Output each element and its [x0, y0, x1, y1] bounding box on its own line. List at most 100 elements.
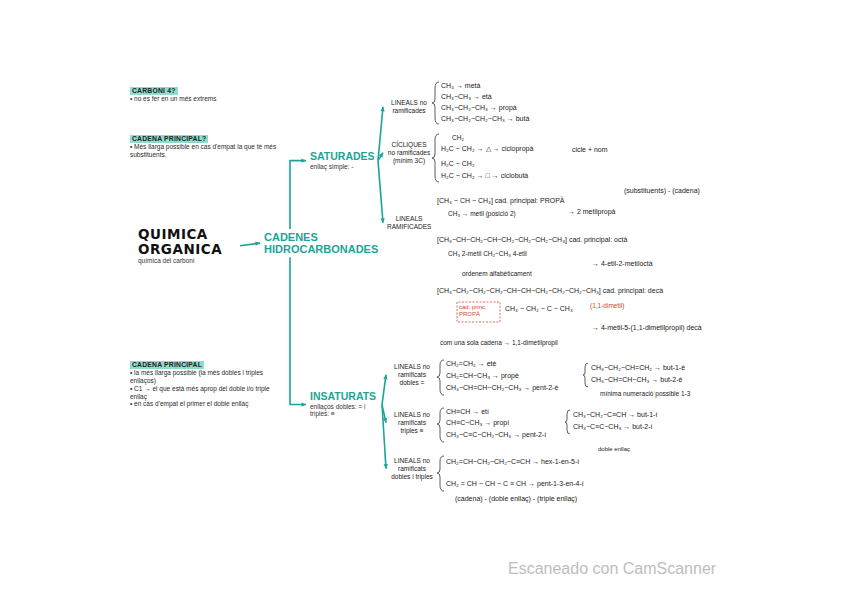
connector — [382, 375, 388, 405]
connector — [378, 107, 385, 161]
arrowhead — [383, 375, 387, 380]
node-text: LINEALS no ramificades — [387, 99, 431, 115]
node-text: INSATURATS — [310, 391, 378, 403]
category-node: LINEALS no ramificats dobles = — [388, 362, 436, 387]
connector-line — [378, 161, 383, 223]
formula-label: (1,1-dimetil) — [590, 302, 624, 309]
connector — [378, 153, 383, 161]
node-text: • Més llarga possible en cas d'empat la … — [130, 143, 281, 159]
formula-label: ordenem alfabèticament — [462, 270, 532, 277]
node-text: LINEALS no ramificats dobles = — [390, 363, 434, 386]
node-text: • la més llarga possible (la més dobles … — [130, 369, 281, 385]
topic-node: CADENES HIDROCARBONADES — [262, 230, 376, 256]
note-box: CARBONI 4?• no es fer en un més extrems — [128, 86, 283, 104]
formula-label: CH₃−CH₃ → età — [441, 93, 492, 101]
formula-label: → 4-metil-5-(1,1-dimetilpropil) decà — [592, 324, 702, 332]
formula-label: CH₃−CH₂−CH₃ → propà — [441, 104, 517, 112]
node-text: • en cas d'empat el primer el doble enll… — [130, 400, 281, 408]
arrowhead — [301, 402, 306, 406]
category-node: LINEALS no ramificats triples ≡ — [388, 410, 436, 435]
node-text: • no es fer en un més extrems — [130, 95, 281, 103]
brace — [432, 134, 439, 182]
category-node: CÍCLIQUES no ramificades (mínim 3C) — [385, 140, 433, 165]
formula-label: (cadena) - (doble enllaç) - (triple enll… — [455, 495, 577, 503]
formula-label: → 4-etil-2-metiloctà — [592, 260, 653, 268]
node-text: CADENA PRINCIPAL — [130, 361, 204, 369]
formula-label: CH₂=CH−CH₃ → propè — [446, 372, 519, 380]
arrowhead — [384, 464, 388, 469]
node-text: enllaços dobles: = i triples: ≡ — [310, 403, 378, 419]
brace — [583, 363, 588, 387]
note-box: CADENA PRINCIPAL• la més llarga possible… — [128, 360, 283, 409]
formula-label: → 2 metilpropà — [568, 208, 615, 216]
formula-label: CH₃−CH=CH−CH₃ → but-2-è — [591, 376, 682, 384]
formula-label: CH₃−CH₂−CH=CH₂ → but-1-è — [591, 364, 685, 372]
formula-label: CH₃ → metil (posició 2) — [448, 210, 516, 217]
brace — [437, 456, 444, 491]
brace — [437, 360, 444, 395]
formula-label: CH₂ = CH − CH − C ≡ CH → pent-1-3-en-4-í — [446, 480, 584, 488]
formula-label: CH₃−C≡C−CH₃ → but-2-í — [573, 423, 652, 431]
branch-node: SATURADESenllaç simple: - — [308, 150, 376, 171]
connector — [382, 405, 388, 469]
connector — [290, 257, 306, 407]
arrowhead — [380, 107, 384, 112]
arrowhead — [255, 242, 260, 246]
node-text: SATURADES — [310, 151, 374, 163]
formula-label: cad. princ. PROPÀ — [459, 304, 499, 318]
formula-label: mínima numeració possible 1-3 — [600, 390, 690, 397]
formula-label: cicle + nom — [572, 146, 608, 154]
formula-label: com una sola cadena → 1,1-dimetilpropil — [440, 339, 558, 346]
brace — [432, 82, 439, 124]
node-text: CARBONI 4? — [130, 87, 178, 95]
formula-label: CH≡C−CH₃ → propí — [446, 419, 509, 427]
formula-label: doble enllaç — [598, 446, 630, 453]
formula-label: H₂C − CH₂ → △ → ciclopropà — [441, 145, 533, 153]
formula-label: H₂C − CH₂ → □ → ciclobutà — [441, 172, 528, 180]
arrowhead — [301, 158, 306, 162]
formula-label: [CH₃−CH−CH₂−CH−CH₂−CH₂−CH₂−CH₃] cad. pri… — [437, 236, 627, 244]
node-text: química del carboni — [138, 257, 236, 265]
note-box: CADENA PRINCIPAL?• Més llarga possible e… — [128, 134, 283, 160]
node-text: CÍCLIQUES no ramificades (mínim 3C) — [387, 141, 431, 164]
arrowhead — [379, 153, 383, 158]
formula-label: CH₄ → metà — [441, 82, 480, 90]
connector-line — [378, 153, 383, 161]
node-text: • C1 → el que està més aprop del doble i… — [130, 385, 281, 401]
connector-line — [382, 375, 386, 405]
node-text: CADENES HIDROCARBONADES — [264, 231, 374, 255]
category-node: LINEALS RAMIFICADES — [385, 214, 433, 232]
formula-label: H₂C − CH₂ — [441, 160, 475, 168]
connector-line — [378, 107, 383, 161]
formula-label: CH₃−CH₂−CH₂−CH₃ → butà — [441, 115, 529, 123]
connector — [378, 161, 385, 223]
node-text: LINEALS no ramificats triples ≡ — [390, 411, 434, 434]
branch-node: INSATURATSenllaços dobles: = i triples: … — [308, 390, 380, 419]
formula-label: CH₃−CH=CH−CH₂−CH₃ → pent-2-è — [446, 384, 558, 392]
node-text: CADENA PRINCIPAL? — [130, 135, 208, 143]
category-node: LINEALS no ramificats dobles i triples — [388, 456, 436, 481]
category-node: LINEALS no ramificades — [385, 98, 433, 116]
connector-line — [290, 257, 306, 404]
formula-label: CH₃ − CH₂ − C − CH₃ — [505, 305, 573, 313]
brace — [565, 410, 570, 434]
formula-label: CH₂=CH₂ → etè — [446, 360, 496, 368]
connector — [290, 158, 306, 229]
node-text: LINEALS no ramificats dobles i triples — [390, 457, 434, 480]
formula-label: CH₃−C≡C−CH₂−CH₃ → pent-2-í — [446, 431, 546, 439]
formula-label: CH₂=CH−CH₂−CH₂−C≡CH → hex-1-en-5-í — [446, 458, 579, 466]
node-text: LINEALS RAMIFICADES — [387, 215, 431, 231]
formula-label: CH₃−CH₂−C≡CH → but-1-í — [573, 411, 657, 419]
formula-label: CH₃ 2-metil CH₂−CH₃ 4-etil — [448, 250, 527, 257]
node-text: enllaç simple: - — [310, 163, 374, 171]
formula-label: (substituents) - (cadena) — [624, 187, 700, 195]
formula-label: [CH₃ − CH − CH₃] cad. principal: PROPÀ — [437, 197, 564, 205]
formula-label: CH₂ — [452, 134, 464, 141]
arrowhead — [380, 218, 384, 223]
watermark: Escaneado con CamScanner — [508, 560, 716, 578]
node-text: QUIMICA ORGANICA — [138, 227, 236, 257]
formula-label: CH≡CH → etí — [446, 408, 489, 416]
